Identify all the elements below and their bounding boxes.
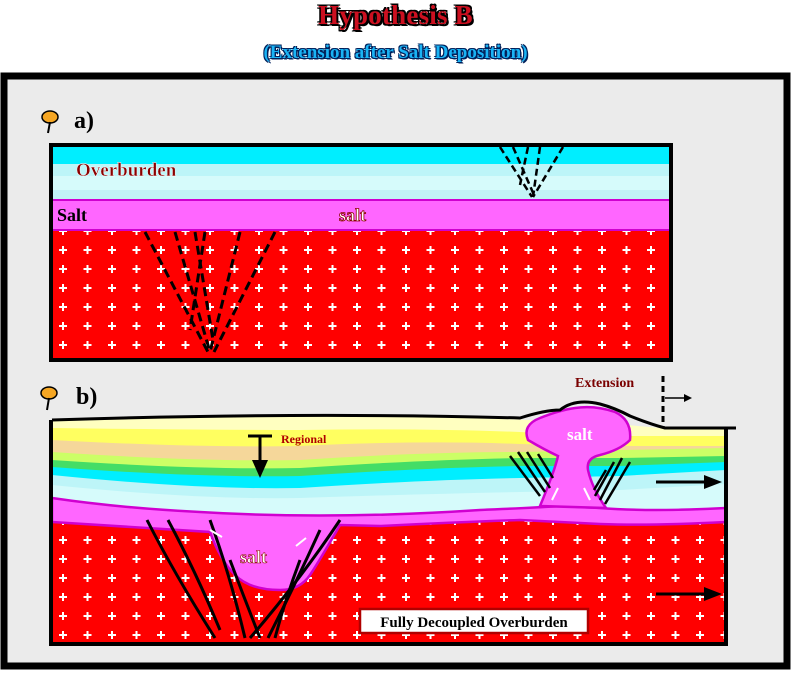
right-arrow-icon bbox=[656, 587, 722, 601]
page-title: Hypothesis B bbox=[318, 0, 473, 30]
extension-label: Extension bbox=[575, 376, 634, 391]
overburden-label: Overburden bbox=[76, 160, 177, 181]
regional-marker bbox=[248, 434, 272, 478]
panel-b-label: b) bbox=[76, 384, 97, 410]
extension-marker bbox=[661, 376, 692, 428]
panel-a-label: a) bbox=[74, 108, 94, 134]
salt-layer-label: salt bbox=[339, 205, 366, 225]
panel-a: a) Overburden Salt salt bbox=[41, 108, 673, 362]
caption-box bbox=[358, 607, 590, 635]
caption-text: Fully Decoupled Overburden bbox=[380, 615, 568, 631]
pushpin-icon bbox=[40, 386, 58, 411]
salt-basin-label: salt bbox=[240, 547, 267, 567]
panel-b: b) bbox=[40, 376, 736, 646]
salt-diapir-label: salt bbox=[567, 425, 593, 444]
pushpin-icon bbox=[41, 110, 59, 134]
salt-side-label: Salt bbox=[57, 205, 87, 225]
page-subtitle: (Extension after Salt Deposition) bbox=[263, 42, 528, 63]
regional-label: Regional bbox=[281, 432, 327, 446]
right-arrow-icon bbox=[656, 475, 722, 489]
